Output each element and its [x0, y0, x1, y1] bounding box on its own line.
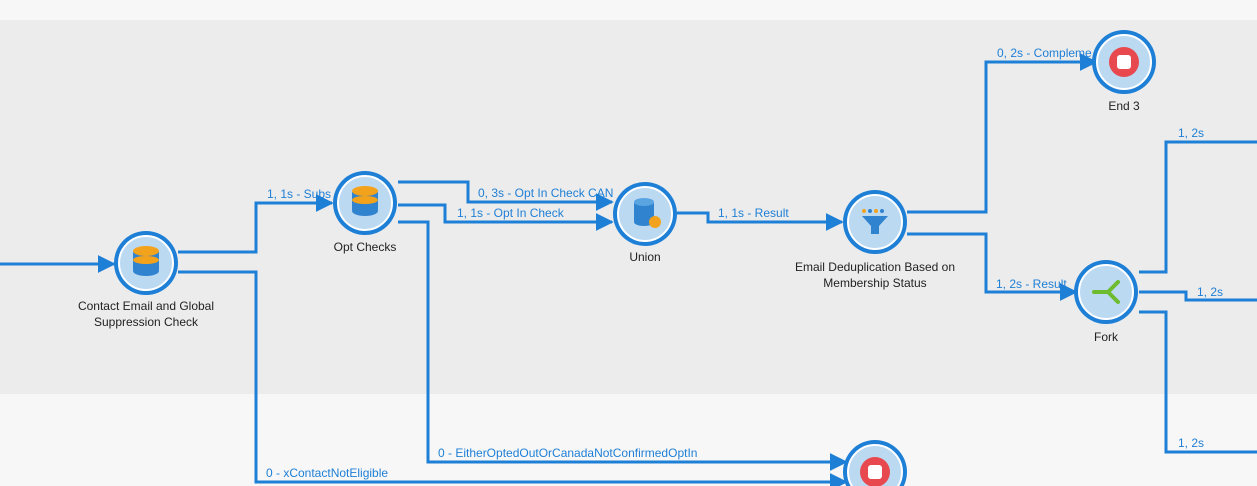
- edge-label-complement: 0, 2s - Compleme: [997, 46, 1092, 60]
- database-icon: [352, 186, 378, 216]
- node-opt-checks[interactable]: [333, 171, 397, 235]
- node-label-dedup-line2: Membership Status: [823, 276, 926, 290]
- node-label-contact-check-line2: Suppression Check: [94, 315, 199, 329]
- edge-label-to-opt-checks: 1, 1s - Subs: [267, 187, 331, 201]
- edge-opted-out[interactable]: [398, 220, 848, 471]
- edge-label-fork-bottom: 1, 2s: [1178, 436, 1204, 450]
- edge-label-union-result: 1, 1s - Result: [718, 206, 789, 220]
- edge-fork-bottom[interactable]: [1139, 310, 1257, 454]
- canvas-bottom-band: [0, 394, 1257, 486]
- edge-complement[interactable]: [907, 53, 1098, 214]
- edge-opt-in-check-can[interactable]: [398, 180, 614, 211]
- fork-arrow-icon: [1092, 280, 1120, 304]
- edge-union-result[interactable]: [677, 211, 844, 231]
- node-end-bottom[interactable]: [843, 440, 907, 486]
- union-database-icon: [634, 198, 661, 228]
- edge-label-opt-in-check-can: 0, 3s - Opt In Check CAN: [478, 186, 613, 200]
- edge-label-opt-in-check: 1, 1s - Opt In Check: [457, 206, 565, 220]
- edge-label-fork-mid: 1, 2s: [1197, 285, 1223, 299]
- edge-opt-in-check[interactable]: [398, 203, 614, 231]
- edge-label-not-eligible: 0 - xContactNotEligible: [266, 466, 388, 480]
- node-label-opt-checks: Opt Checks: [334, 240, 397, 254]
- edge-fork-top[interactable]: [1139, 140, 1257, 274]
- stop-icon: [860, 457, 890, 486]
- node-label-union: Union: [629, 250, 660, 264]
- funnel-icon: [862, 209, 888, 234]
- node-label-contact-check-line1: Contact Email and Global: [78, 299, 214, 313]
- edge-not-eligible[interactable]: [178, 270, 848, 486]
- edge-fork-mid[interactable]: [1139, 290, 1257, 302]
- node-contact-check[interactable]: [114, 231, 178, 295]
- node-label-end3: End 3: [1108, 99, 1140, 113]
- database-icon: [133, 246, 159, 276]
- edge-to-opt-checks[interactable]: [178, 194, 334, 254]
- node-label-fork: Fork: [1094, 330, 1119, 344]
- canvas-top-band: [0, 0, 1257, 20]
- node-end3[interactable]: [1092, 30, 1156, 94]
- node-fork[interactable]: [1074, 260, 1138, 324]
- node-union[interactable]: [613, 182, 677, 246]
- node-label-dedup-line1: Email Deduplication Based on: [795, 260, 955, 274]
- edge-label-fork-top: 1, 2s: [1178, 126, 1204, 140]
- node-dedup[interactable]: [843, 190, 907, 254]
- edge-label-opted-out: 0 - EitherOptedOutOrCanadaNotConfirmedOp…: [438, 446, 697, 460]
- edge-label-dedup-result: 1, 2s - Result: [996, 277, 1067, 291]
- stop-icon: [1109, 47, 1139, 77]
- edge-dedup-result[interactable]: [907, 232, 1078, 301]
